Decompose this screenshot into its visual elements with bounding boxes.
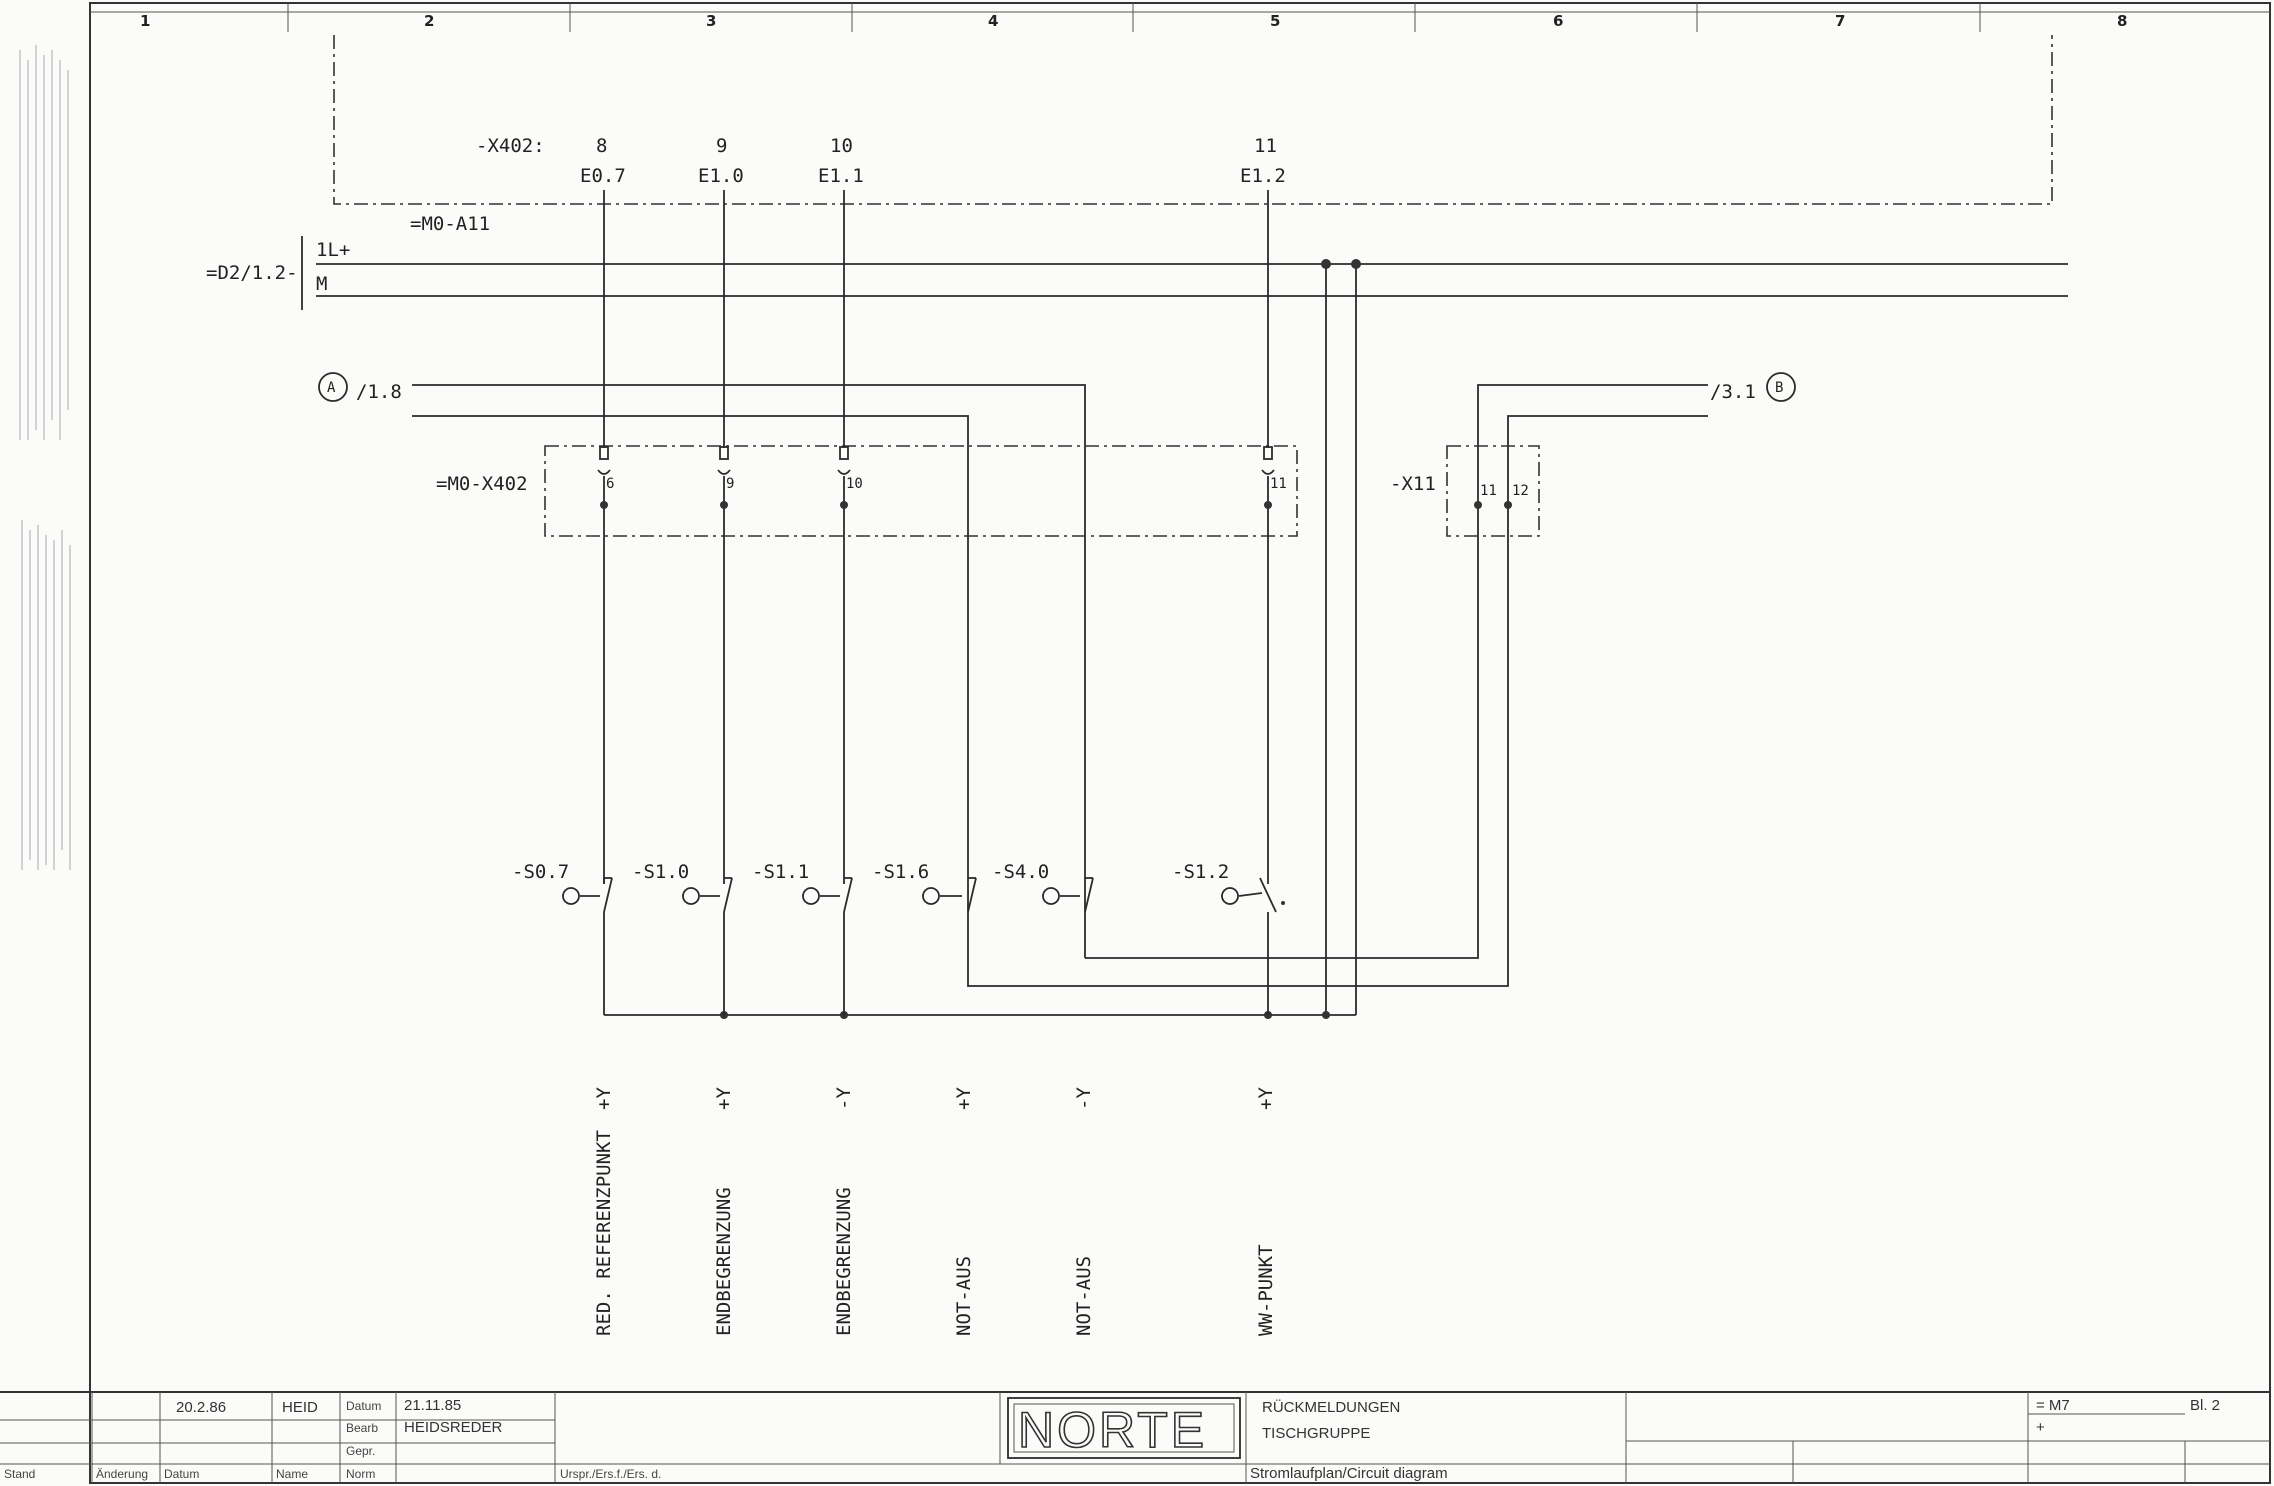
title-block: 20.2.86 HEID Datum 21.11.85 Bearb HEIDSR…: [0, 1391, 2270, 1483]
footer-label: Name: [276, 1467, 308, 1481]
description-label: ENDBEGRENZUNG: [713, 1187, 735, 1336]
column-number: 5: [1270, 12, 1280, 30]
plc-input-address: E1.0: [698, 165, 744, 187]
plc-input-address: E0.7: [580, 165, 626, 187]
column-number: 6: [1553, 12, 1563, 30]
cross-reference-b: /3.1 B: [1085, 372, 1796, 959]
plc-input-address: E1.1: [818, 165, 864, 187]
plc-module-box: -X402: =M0-A11 8 9 10 11 E0.7 E1.0 E1.1 …: [333, 35, 2053, 235]
plc-module-label: =M0-A11: [410, 213, 490, 235]
column-number: 1: [140, 12, 150, 30]
switch-label: -S1.2: [1172, 861, 1229, 883]
datum-label: Datum: [346, 1399, 381, 1413]
supply-rails: =D2/1.2- 1L+ M: [206, 236, 2068, 310]
designation: = M7: [2036, 1397, 2070, 1414]
title-line-2: TISCHGRUPPE: [1262, 1425, 1370, 1442]
direction-label: +Y: [593, 1087, 615, 1110]
footer-label: Datum: [164, 1467, 199, 1481]
switches: -S0.7 -S1.0 -S1.1 -S1.6: [512, 861, 1285, 1015]
sheet-frame: [19, 2, 2271, 1484]
limit-switch: -S1.2: [1172, 861, 1285, 1015]
terminal-number: 11: [1254, 135, 1277, 157]
description-label: WW-PUNKT: [1255, 1244, 1277, 1336]
limit-switch: -S1.6: [872, 861, 977, 913]
switch-label: -S1.1: [752, 861, 809, 883]
signal-descriptions: +Y +Y -Y +Y -Y +Y RED. REFERENZPUNKT END…: [593, 1087, 1277, 1336]
description-label: RED. REFERENZPUNKT: [593, 1130, 615, 1336]
revision-date: 20.2.86: [176, 1399, 226, 1416]
terminal-block-x11: -X11 11 12: [1390, 445, 1540, 537]
ref-a-label: /1.8: [356, 381, 402, 403]
limit-switch: -S1.0: [632, 861, 733, 1015]
column-number: 2: [424, 12, 434, 30]
terminal-number: 10: [830, 135, 853, 157]
ref-b-symbol: B: [1775, 380, 1783, 396]
return-bus: [604, 259, 1361, 1019]
x11-pin: 12: [1512, 483, 1529, 499]
location-code: +: [2036, 1419, 2045, 1436]
column-number: 7: [1835, 12, 1845, 30]
limit-switch: -S1.1: [752, 861, 853, 1015]
switch-label: -S1.0: [632, 861, 689, 883]
column-number: 4: [988, 12, 998, 30]
gepr-label: Gepr.: [346, 1444, 375, 1458]
footer-label: Änderung: [96, 1467, 148, 1481]
drawing-type: Stromlaufplan/Circuit diagram: [1250, 1465, 1448, 1482]
ref-a-symbol: A: [327, 380, 336, 396]
connector-x402-box: =M0-X402 6 9 10 11: [436, 445, 1298, 537]
x11-label: -X11: [1390, 473, 1436, 495]
datum-value: 21.11.85: [404, 1397, 461, 1414]
direction-label: +Y: [1255, 1087, 1277, 1110]
limit-switch: -S0.7: [512, 861, 613, 1015]
connector-pin: 6: [606, 476, 614, 492]
column-numbers: 1 2 3 4 5 6 7 8: [140, 12, 2127, 30]
limit-switch: -S4.0: [992, 861, 1094, 913]
terminal-number: 8: [596, 135, 607, 157]
column-number: 8: [2117, 12, 2127, 30]
sheet-number: Bl. 2: [2190, 1397, 2220, 1414]
plc-input-address: E1.2: [1240, 165, 1286, 187]
footer-label: Stand: [4, 1467, 35, 1481]
signal-wires: [597, 190, 1275, 884]
column-number: 3: [706, 12, 716, 30]
direction-label: +Y: [713, 1087, 735, 1110]
description-label: NOT-AUS: [1073, 1256, 1095, 1336]
switch-label: -S0.7: [512, 861, 569, 883]
switch-label: -S4.0: [992, 861, 1049, 883]
title-line-1: RÜCKMELDUNGEN: [1262, 1398, 1400, 1416]
revision-name: HEID: [282, 1399, 318, 1416]
connector-pin: 9: [726, 476, 734, 492]
cross-reference-a: A /1.8: [318, 372, 1708, 987]
ref-b-label: /3.1: [1710, 381, 1756, 403]
switch-label: -S1.6: [872, 861, 929, 883]
norm-label: Norm: [346, 1467, 375, 1481]
ursprung-label: Urspr./Ers.f./Ers. d.: [560, 1467, 661, 1481]
description-label: ENDBEGRENZUNG: [833, 1187, 855, 1336]
connector-x402-label: -X402:: [476, 135, 545, 157]
logo-text: NORTE: [1018, 1402, 1207, 1458]
rail-label-1l-plus: 1L+: [316, 239, 350, 261]
supply-reference: =D2/1.2-: [206, 262, 298, 284]
direction-label: -Y: [1073, 1087, 1095, 1110]
bearb-label: Bearb: [346, 1421, 378, 1435]
direction-label: -Y: [833, 1087, 855, 1110]
left-margin-notice: [19, 45, 71, 870]
connector-pin: 11: [1270, 476, 1287, 492]
bearb-value: HEIDSREDER: [404, 1419, 503, 1436]
description-label: NOT-AUS: [953, 1256, 975, 1336]
connector-pin: 10: [846, 476, 863, 492]
connector-x402-mid-label: =M0-X402: [436, 473, 528, 495]
rail-label-m: M: [316, 273, 327, 295]
x11-pin: 11: [1480, 483, 1497, 499]
norte-logo: NORTE: [1007, 1397, 1241, 1459]
direction-label: +Y: [953, 1087, 975, 1110]
terminal-number: 9: [716, 135, 727, 157]
